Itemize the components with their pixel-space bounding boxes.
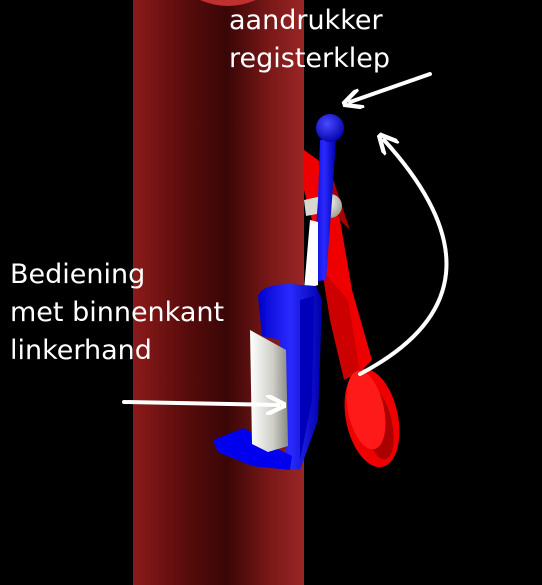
presser-lever [213,114,344,470]
label-operation-line-3: linkerhand [10,335,152,366]
label-presser-line-2: registerklep [229,43,391,74]
arrows [122,72,449,405]
pipe-top-curve [200,0,256,6]
arrow-to-presser [350,72,432,102]
label-operation-line-2: met binnenkant [10,297,225,328]
label-operation-line-1: Bediening [10,259,146,290]
white-handle [250,330,288,452]
label-presser-line-1: aandrukker [229,5,383,36]
label-operation: Bediening met binnenkant linkerhand [10,256,224,370]
label-presser: aandrukker registerklep [229,2,390,78]
arrow-valve-motion [358,140,449,376]
arrow-to-handle [122,402,278,405]
